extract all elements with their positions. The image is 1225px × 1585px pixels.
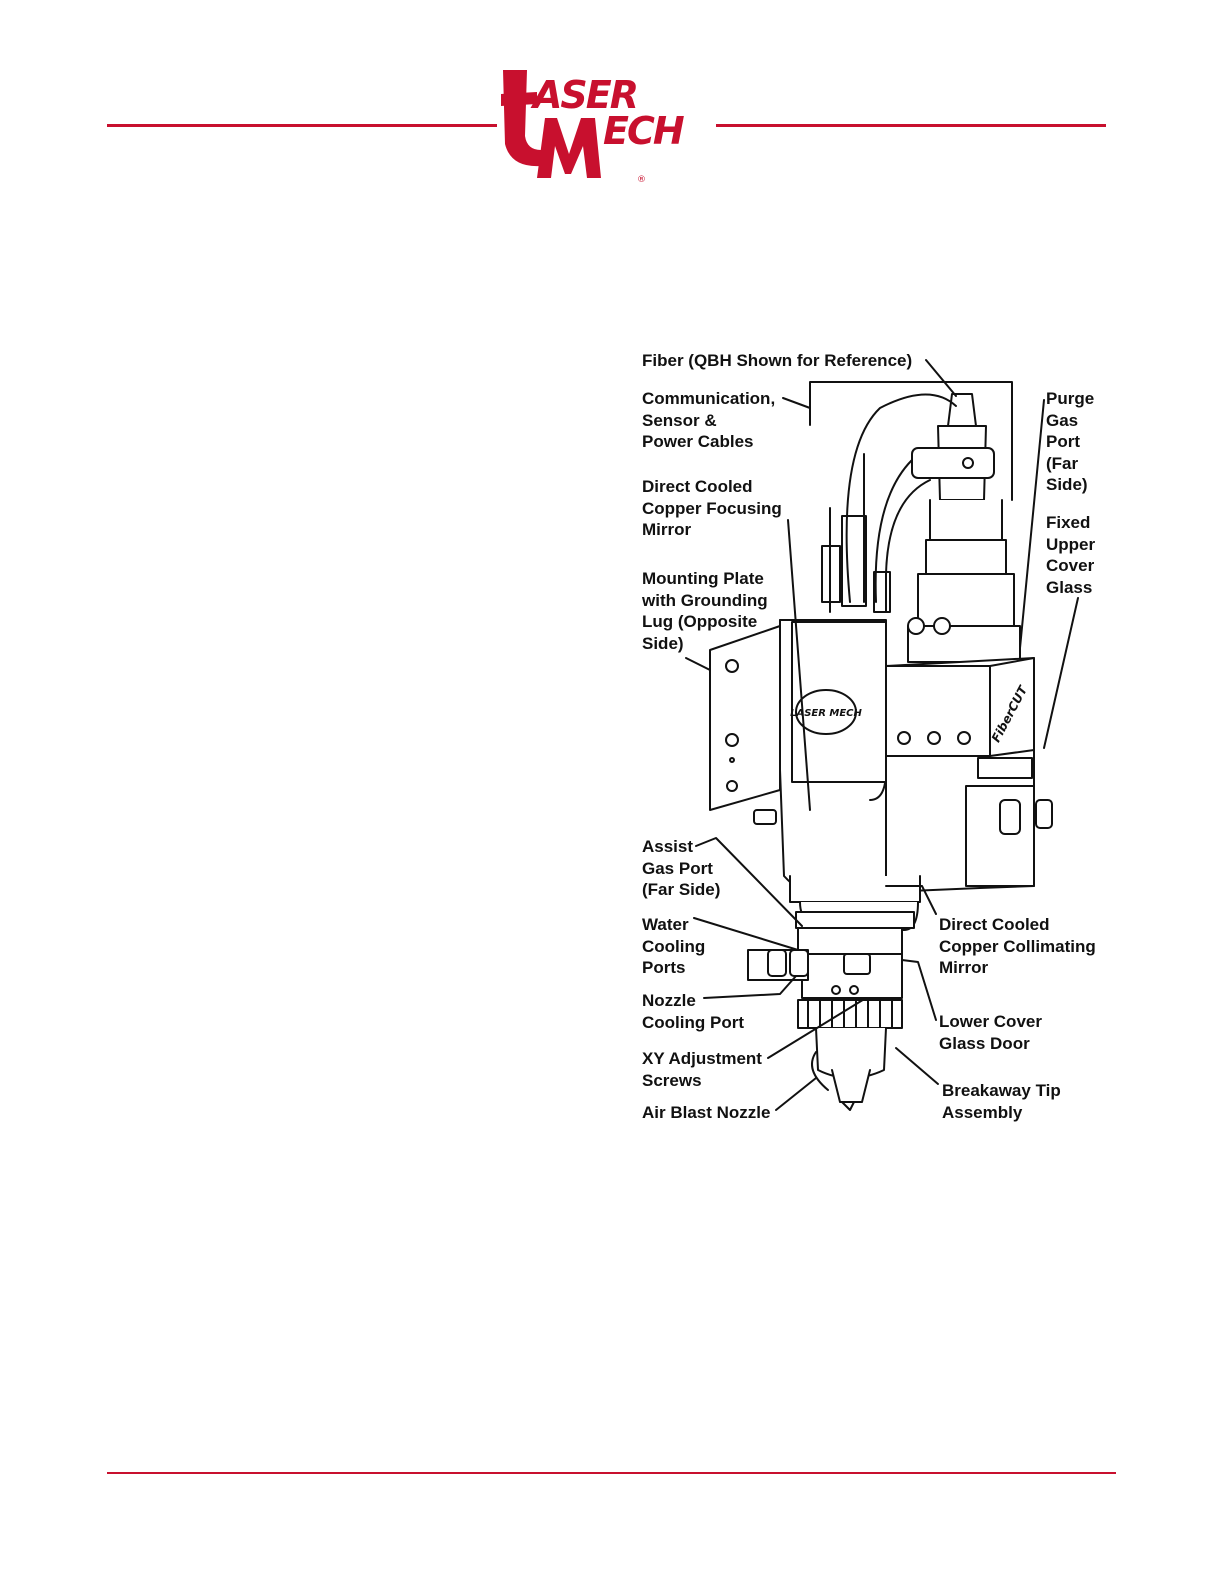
leader-fiber	[925, 359, 957, 397]
cutting-head-drawing: LASER MECH FiberCUT	[685, 359, 1079, 1111]
header-rule-right	[716, 124, 1106, 127]
header-rule-left	[107, 124, 497, 127]
label-focusing-mirror: Direct Cooled Copper Focusing Mirror	[642, 477, 782, 540]
cutting-head-diagram: LASER MECH FiberCUT Fiber (QBH Shown for…	[640, 330, 1120, 1140]
laser-mech-logo: ASER ECH ®	[497, 66, 717, 184]
label-nozzle-cooling-port: Nozzle Cooling Port	[642, 991, 744, 1032]
label-upper-cover-glass: Fixed Upper Cover Glass	[1046, 513, 1096, 597]
housing-logo-badge: LASER MECH	[790, 708, 862, 719]
label-fiber: Fiber (QBH Shown for Reference)	[642, 351, 913, 370]
svg-text:ASER: ASER	[530, 73, 637, 117]
label-communication-cables: Communication, Sensor & Power Cables	[642, 389, 776, 452]
label-mounting-plate: Mounting Plate with Grounding Lug (Oppos…	[642, 569, 768, 653]
label-air-blast-nozzle: Air Blast Nozzle	[642, 1103, 771, 1122]
label-purge-gas-port: Purge Gas Port (Far Side)	[1046, 389, 1095, 495]
svg-text:ECH: ECH	[603, 109, 684, 153]
footer-rule	[107, 1472, 1116, 1474]
label-xy-adjustment-screws: XY Adjustment Screws	[642, 1049, 762, 1090]
label-water-cooling-ports: Water Cooling Ports	[642, 915, 706, 978]
label-assist-gas-port: Assist Gas Port (Far Side)	[642, 837, 721, 900]
svg-text:®: ®	[637, 175, 646, 184]
label-lower-cover-glass-door: Lower Cover Glass Door	[939, 1012, 1042, 1053]
label-collimating-mirror: Direct Cooled Copper Collimating Mirror	[939, 915, 1096, 978]
svg-text:LASER MECH: LASER MECH	[790, 708, 862, 719]
label-breakaway-tip: Breakaway Tip Assembly	[942, 1081, 1061, 1122]
